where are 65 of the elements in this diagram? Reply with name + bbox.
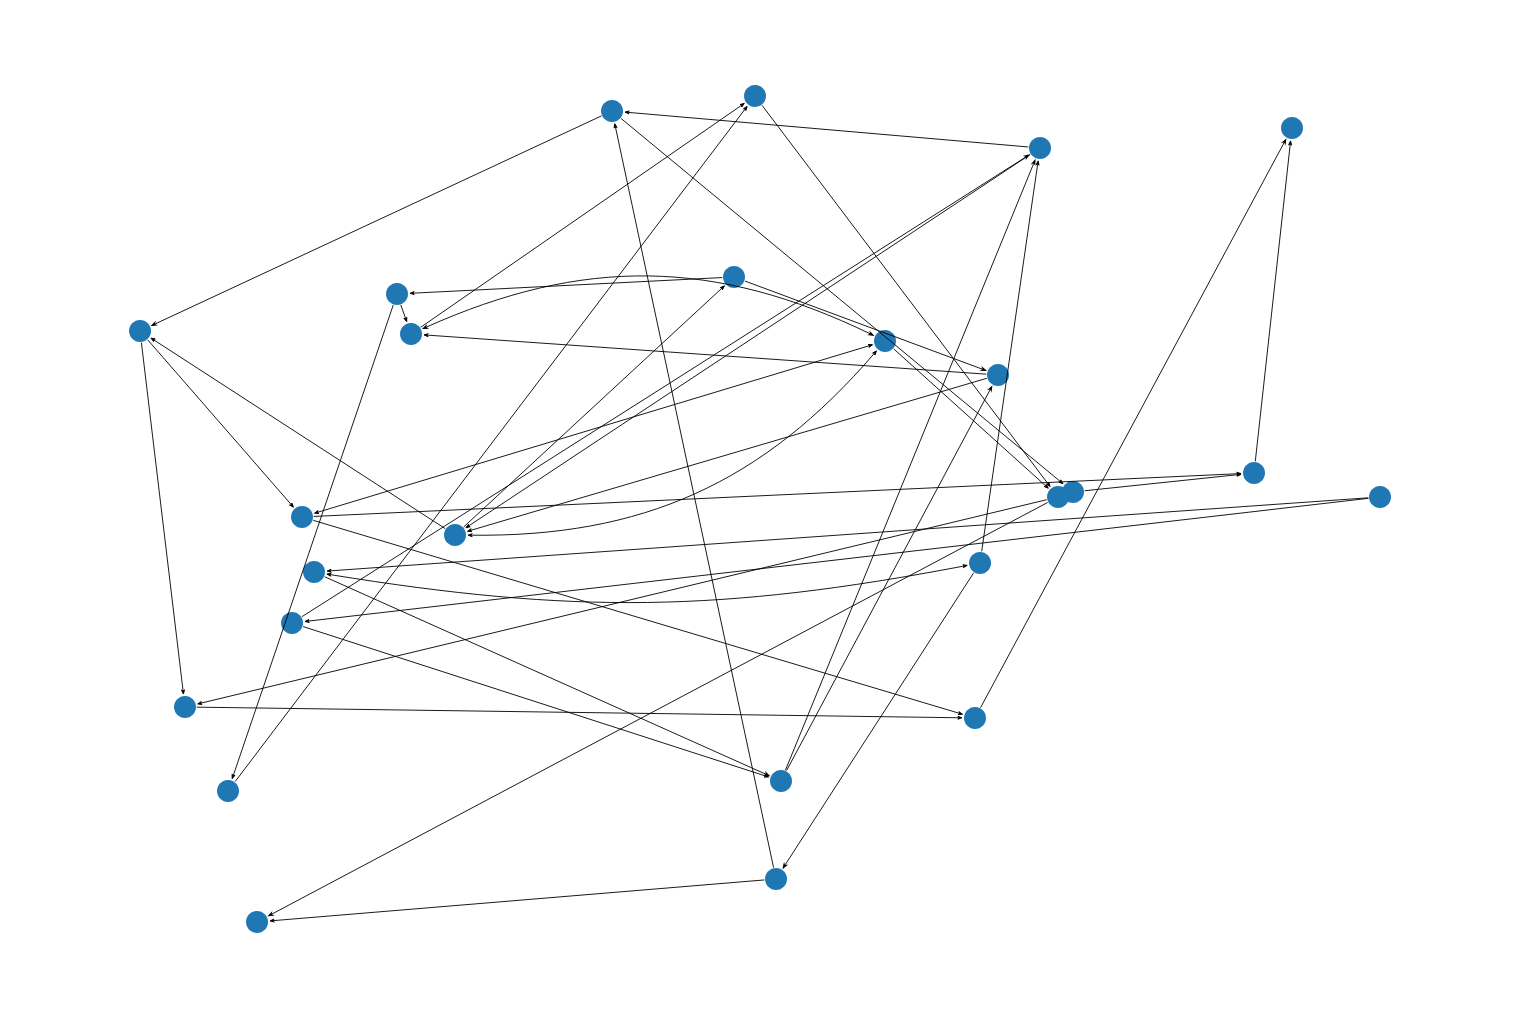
graph-node [444,524,466,546]
arrow [326,497,1369,573]
arrow [467,350,877,538]
arrow [467,377,988,532]
arrow [140,342,185,695]
arrow [147,339,294,508]
arrow [1084,472,1242,492]
graph-node [1369,486,1391,508]
graph-node [969,552,991,574]
arrow [314,344,873,514]
arrow [234,105,748,783]
arrow [150,337,446,530]
arrow [981,160,1040,552]
arrow [422,275,874,336]
arrow [197,499,1048,705]
arrow [624,110,1029,148]
graph-node [1029,137,1051,159]
arrow [196,706,963,720]
graph-node [281,612,303,634]
arrow [400,304,408,323]
graph-node [1281,117,1303,139]
arrow [980,139,1287,709]
graph-node [303,561,325,583]
arrow [409,277,723,296]
arrow [151,115,602,326]
arrow [269,879,765,923]
graph-node [601,100,623,122]
arrow [463,285,725,528]
graph-node [1243,462,1265,484]
arrow [326,564,968,603]
arrow [465,154,1031,529]
arrow [268,502,1049,917]
graph-node [1047,486,1069,508]
arrow [301,154,1030,618]
graph-node [174,696,196,718]
arrow [893,348,1049,489]
graph-node [129,320,151,342]
arrow [761,104,1051,488]
graph-node [217,780,239,802]
graph-node [770,770,792,792]
arrow [312,519,963,715]
arrow [302,626,770,778]
arrow [304,497,1369,623]
arrow [324,576,770,777]
arrow [231,304,394,780]
arrow [423,333,987,375]
graph-node [291,506,313,528]
arrow [613,123,775,868]
arrow [620,118,1064,485]
graph-node [246,911,268,933]
arrow [782,572,975,869]
graph-node [874,330,896,352]
arrow [420,102,745,328]
graph-node [400,323,422,345]
graph-node [964,707,986,729]
arrow [786,386,993,772]
arrow [313,471,1242,517]
graph-node [744,85,766,107]
arrow [744,280,987,371]
graph-node [386,283,408,305]
arrow [785,159,1036,771]
arrow [1254,140,1293,462]
graph-node [765,868,787,890]
graph-node [723,266,745,288]
graph-node [987,364,1009,386]
